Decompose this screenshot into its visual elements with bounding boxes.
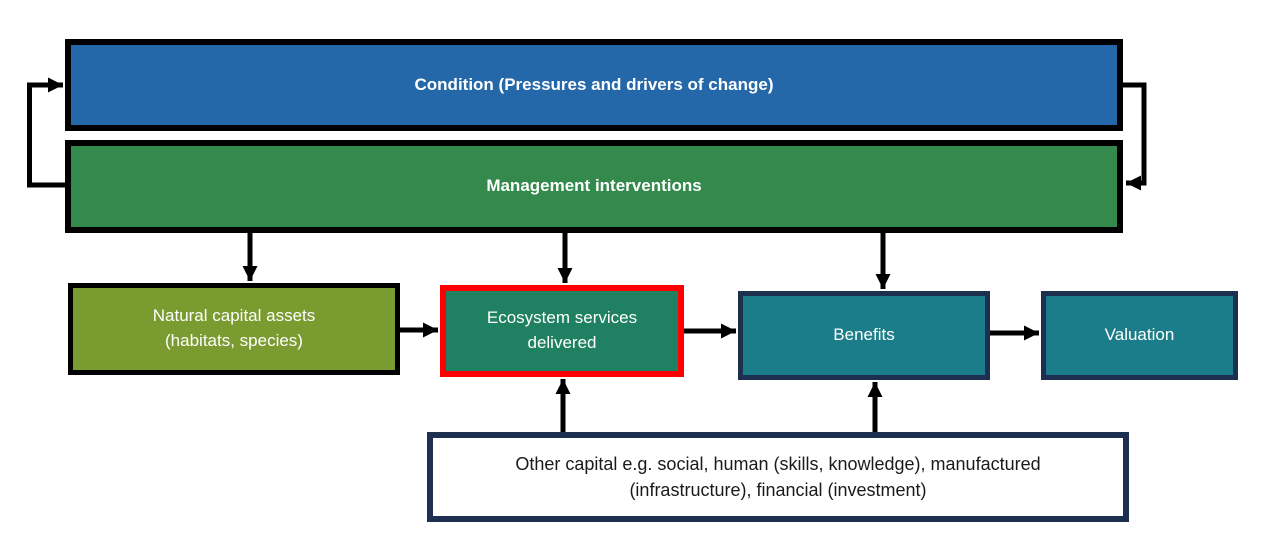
ecosystem-services-box: Ecosystem services delivered [440,285,684,377]
natural-capital-assets-box: Natural capital assets (habitats, specie… [68,283,400,375]
benefits-box: Benefits [738,291,990,380]
valuation-label: Valuation [1104,325,1175,345]
other-capital-label: Other capital e.g. social, human (skills… [515,453,1041,500]
condition-box: Condition (Pressures and drivers of chan… [65,39,1123,131]
natural-capital-assets-label: Natural capital assets (habitats, specie… [152,306,316,350]
ecosystem-services-label: Ecosystem services delivered [486,308,638,352]
edge-management-to-condition [27,77,65,188]
management-interventions-label: Management interventions [486,176,702,196]
other-capital-box: Other capital e.g. social, human (skills… [427,432,1129,522]
benefits-label: Benefits [833,325,895,345]
valuation-box: Valuation [1041,291,1238,380]
edge-condition-to-management [1123,82,1147,191]
condition-label: Condition (Pressures and drivers of chan… [414,74,774,94]
management-interventions-box: Management interventions [65,140,1123,233]
